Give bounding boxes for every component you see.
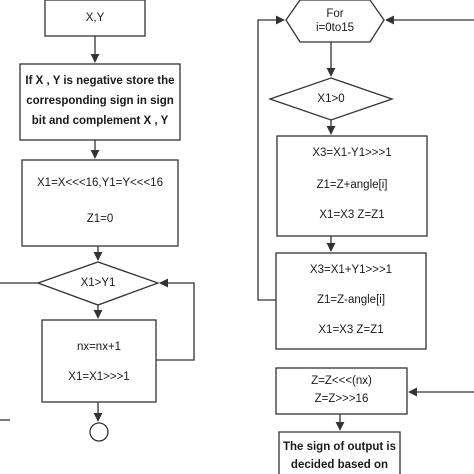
loop-label-line-1: For [326,8,344,20]
compare-label: X1>Y1 [80,277,116,289]
scale-label-line-2: Z=Z>>>16 [314,393,369,405]
sign-label-line-3: bit and complement X , Y [31,115,169,127]
decision-label: X1>0 [317,93,345,105]
output-label-line-1: The sign of output is [282,441,397,453]
scale-label-line-1: Z=Z<<<(nx) [311,375,372,387]
negative-label-line-2: Z1=Z-angle[i] [316,294,386,306]
loop-back-path [257,15,285,301]
normalize-label-line-2: X1=X1>>>1 [68,371,130,383]
terminator-circle [89,422,109,442]
positive-label-line-2: Z1=Z+angle[i] [316,179,388,191]
positive-branch-box [276,135,428,237]
positive-label-line-1: X3=X1-Y1>>>1 [312,147,392,159]
positive-label-line-3: X1=X3 Z=Z1 [319,209,385,221]
scale-box [275,367,408,415]
init-label-line-2: Z1=0 [86,213,114,225]
output-box [278,431,401,474]
sign-box [19,63,181,141]
negative-label-line-1: X3=X1+Y1>>>1 [309,264,393,276]
init-box [21,159,179,247]
normalize-box [41,319,157,403]
negative-branch-box [275,252,427,350]
output-label-line-2: decided based on [290,459,389,471]
loop-back-normalize [156,278,195,361]
negative-label-line-3: X1=X3 Z=Z1 [318,324,384,336]
input-label: X,Y [85,12,105,24]
loop-hexagon [285,0,385,43]
sign-label-line-2: corresponding sign in sign [26,95,174,107]
loop-label-line-2: i=0to15 [315,22,355,34]
sign-label-line-1: If X , Y is negative store the [25,75,175,87]
init-label-line-1: X1=X<<<16,Y1=Y<<<16 [37,177,163,189]
normalize-label-line-1: nx=nx+1 [76,341,122,353]
